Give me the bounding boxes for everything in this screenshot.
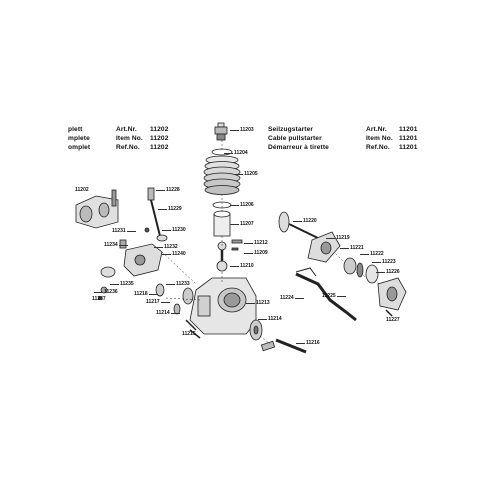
starter-backplate xyxy=(377,277,407,311)
part-label: 11230 xyxy=(162,227,186,233)
crankshaft xyxy=(260,338,307,354)
connecting-rod xyxy=(216,241,228,272)
starter-housing xyxy=(307,231,341,263)
header-right-ref-label-en: Item No. xyxy=(366,135,393,142)
header-right-ref-number-de: 11201 xyxy=(399,126,418,133)
carb-fitting xyxy=(119,239,127,249)
part-label: 11202 xyxy=(75,187,89,193)
wrist-pin xyxy=(231,239,243,244)
part-label: 11217 xyxy=(146,299,170,305)
starter-screw xyxy=(385,309,393,317)
part-label: 11212 xyxy=(244,240,268,246)
bearing xyxy=(155,283,165,297)
header-left-title-en: mplete xyxy=(68,135,90,142)
starter-pulley xyxy=(343,257,357,275)
carb-body xyxy=(123,243,163,277)
part-label: 11228 xyxy=(156,187,180,193)
part-label: 11232 xyxy=(154,244,178,250)
part-label: 11223 xyxy=(372,259,396,265)
header-left-ref-label-de: Art.Nr. xyxy=(116,126,137,133)
part-label: 11209 xyxy=(244,250,268,256)
bearing xyxy=(182,287,194,305)
cylinder-head xyxy=(203,155,241,195)
part-label: 11233 xyxy=(166,281,190,287)
starter-drum xyxy=(365,264,379,284)
pin-clip xyxy=(231,247,239,251)
part-label: 11229 xyxy=(158,206,182,212)
part-label: 11204 xyxy=(224,150,248,156)
header-left-ref-number-en: 11202 xyxy=(150,135,169,142)
part-label: 11240 xyxy=(162,251,186,257)
part-label: 11227 xyxy=(386,317,400,323)
header-right-title-de: Seilzugstarter xyxy=(268,126,314,133)
screw xyxy=(189,329,201,339)
part-label: 11205 xyxy=(234,171,258,177)
part-label: 11235 xyxy=(110,281,134,287)
header-right-ref-number-en: 11201 xyxy=(399,135,418,142)
bearing xyxy=(173,303,181,315)
part-label: 11214 xyxy=(156,310,180,316)
part-label: 11231 xyxy=(112,228,136,234)
part-label: 11207 xyxy=(230,221,254,227)
fitting-small xyxy=(144,227,150,233)
part-label: 11220 xyxy=(293,218,317,224)
rotor-parts xyxy=(98,266,116,300)
part-label: 11215 xyxy=(182,331,196,337)
carburetor xyxy=(75,189,119,229)
starter-spring xyxy=(356,262,364,278)
starter-bracket xyxy=(295,267,357,322)
header-right-ref-number-fr: 11201 xyxy=(399,144,418,151)
glow-plug xyxy=(214,122,228,141)
part-label: 11216 xyxy=(296,340,320,346)
crankcase xyxy=(189,277,257,335)
part-label: 11225 xyxy=(322,293,346,299)
part-label: 11213 xyxy=(246,300,270,306)
header-left-ref-number-de: 11202 xyxy=(150,126,169,133)
part-label: 11236 xyxy=(94,289,118,295)
part-label: 11218 xyxy=(134,291,158,297)
header-right-title-en: Cable pullstarter xyxy=(268,135,322,142)
part-label: 11214 xyxy=(258,316,282,322)
header-right-ref-label-de: Art.Nr. xyxy=(366,126,387,133)
part-label: 11237 xyxy=(92,296,106,302)
backplate xyxy=(249,319,263,341)
part-label: 11206 xyxy=(230,202,254,208)
header-left-ref-number-fr: 11202 xyxy=(150,144,169,151)
header-left-ref-label-en: Item No. xyxy=(116,135,143,142)
part-label: 11224 xyxy=(280,295,304,301)
header-right-title-fr: Démarreur à tirette xyxy=(268,144,329,151)
part-label: 11210 xyxy=(230,263,254,269)
part-label: 11226 xyxy=(376,269,400,275)
cylinder-sleeve xyxy=(213,210,231,237)
part-label: 11234 xyxy=(104,242,128,248)
needle-valve xyxy=(147,187,168,242)
part-label: 11222 xyxy=(360,251,384,257)
part-label: 11203 xyxy=(230,127,254,133)
header-left-title-fr: omplet xyxy=(68,144,91,151)
header-right-ref-label-fr: Ref.No. xyxy=(366,144,390,151)
part-label: 11219 xyxy=(326,235,350,241)
part-label: 11221 xyxy=(340,245,364,251)
header-left-title-de: plett xyxy=(68,126,83,133)
starter-handle xyxy=(278,211,323,241)
screw xyxy=(185,319,197,331)
header-left-ref-label-fr: Ref.No. xyxy=(116,144,140,151)
